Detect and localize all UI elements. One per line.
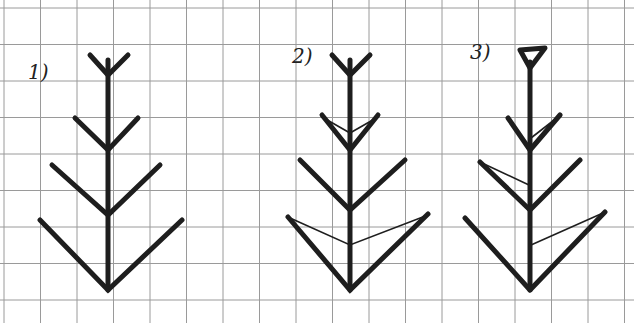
figure-number: 1) <box>28 62 49 82</box>
figure-number: 3) <box>470 42 491 62</box>
thin-lines-3 <box>482 117 603 245</box>
thin-lines-2 <box>290 117 428 245</box>
tree-figure-1 <box>40 55 182 290</box>
figure-number: 2) <box>292 46 313 66</box>
tree-figure-3 <box>465 48 605 290</box>
tree-figure-2 <box>288 55 428 290</box>
